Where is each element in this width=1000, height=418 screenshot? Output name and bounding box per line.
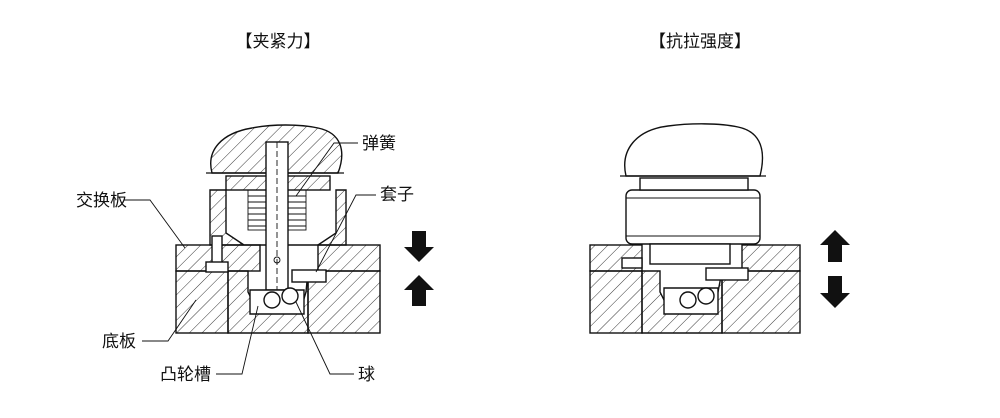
r-base-plate-right xyxy=(721,270,801,334)
exchange-plate-right xyxy=(317,244,381,272)
arrow-up-icon-right xyxy=(820,230,850,262)
ball-left xyxy=(263,291,281,309)
r-locating-pin xyxy=(621,257,643,269)
r-exchange-plate-right xyxy=(741,244,801,272)
label-spring: 弹簧 xyxy=(362,134,396,154)
arrows-clamping xyxy=(404,231,434,306)
r-knob xyxy=(624,123,764,177)
left-leaders xyxy=(124,142,376,375)
arrows-tensile xyxy=(820,230,850,308)
label-cam-groove: 凸轮槽 xyxy=(160,365,211,385)
label-sleeve: 套子 xyxy=(380,185,414,205)
ball-right xyxy=(281,287,299,305)
label-exchange-plate: 交换板 xyxy=(76,191,127,211)
sleeve-part xyxy=(291,269,327,283)
label-ball: 球 xyxy=(358,365,375,385)
left-assembly xyxy=(175,124,381,334)
r-ball-left xyxy=(679,291,697,309)
r-ball-right xyxy=(697,287,715,305)
right-title: 【抗拉强度】 xyxy=(649,32,751,52)
r-base-plate-left xyxy=(589,270,643,334)
right-assembly xyxy=(589,123,801,334)
arrow-down-icon-right xyxy=(820,276,850,308)
arrow-up-icon xyxy=(404,275,434,306)
arrow-down-icon xyxy=(404,231,434,262)
left-title: 【夹紧力】 xyxy=(236,32,321,52)
label-base-plate: 底板 xyxy=(102,332,136,352)
base-plate-left xyxy=(175,270,229,334)
r-sleeve-part xyxy=(705,267,749,281)
